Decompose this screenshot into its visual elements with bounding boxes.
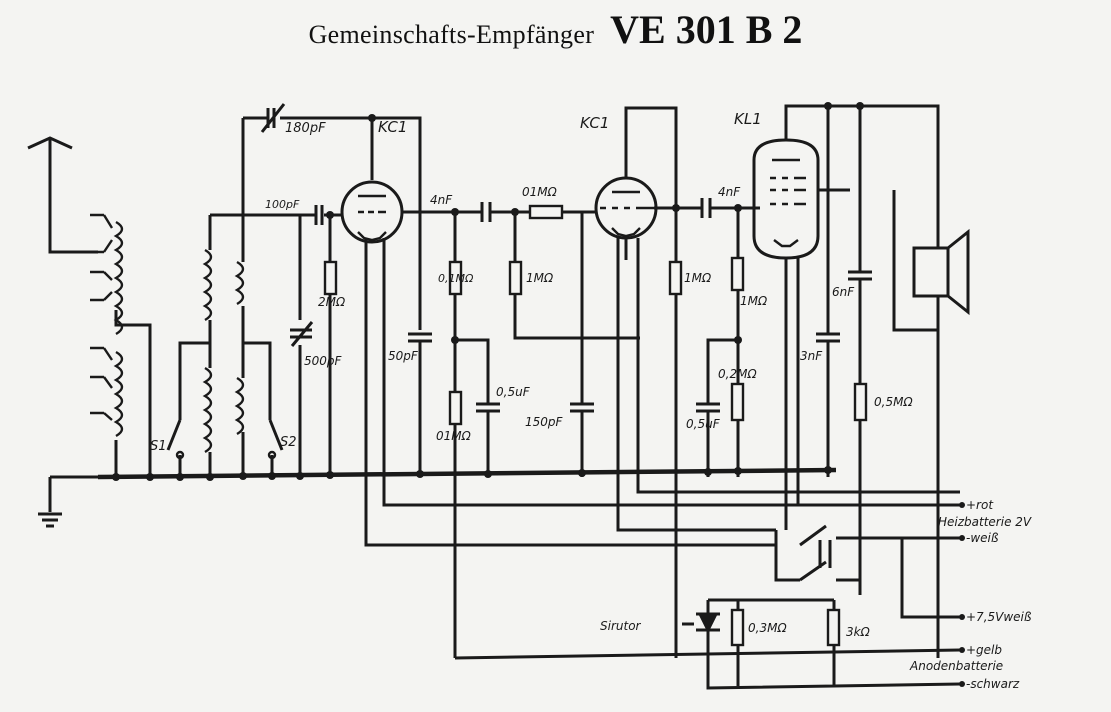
label-c-180pf: 180pF bbox=[285, 121, 326, 136]
label-r-1mohm-c: 1MΩ bbox=[740, 294, 768, 308]
title-subtitle: Gemeinschafts-Empfänger bbox=[308, 20, 595, 49]
label-c-05uf-b: 0,5uF bbox=[686, 417, 721, 431]
capacitor-150pf bbox=[570, 212, 594, 477]
switch-s1 bbox=[166, 419, 185, 477]
capacitor-180pf bbox=[243, 103, 422, 330]
label-r-02mohm: 0,2MΩ bbox=[718, 367, 757, 381]
tube-3-kl1 bbox=[752, 104, 940, 595]
label-r-01mohm-b: 01MΩ bbox=[436, 429, 472, 443]
label-r-1mohm-a: 1MΩ bbox=[526, 271, 554, 285]
label-c-3nf: 3nF bbox=[800, 349, 823, 363]
label-r-1mohm-b: 1MΩ bbox=[684, 271, 712, 285]
label-c-500pf: 500pF bbox=[304, 354, 343, 368]
tube-1-kc1 bbox=[340, 180, 404, 244]
battery-wiring bbox=[364, 238, 961, 690]
label-c-4nf-a: 4nF bbox=[430, 193, 453, 207]
antenna-coil bbox=[90, 213, 152, 477]
resistor-1mohm-b bbox=[668, 260, 683, 658]
label-c-50pf: 50pF bbox=[388, 349, 419, 363]
label-c-100pf: 100pF bbox=[265, 198, 300, 211]
terminal-7-5v: +7,5Vweiß bbox=[966, 610, 1032, 624]
diagram-title: Gemeinschafts-Empfänger VE 301 B 2 bbox=[0, 6, 1111, 53]
sirutor-diode bbox=[682, 612, 720, 634]
ground-bus bbox=[97, 467, 837, 480]
label-s1: S1 bbox=[150, 439, 167, 454]
loudspeaker-icon bbox=[892, 190, 970, 658]
label-r-05mohm: 0,5MΩ bbox=[874, 395, 913, 409]
label-r-2mohm: 2MΩ bbox=[318, 295, 346, 309]
coupling-stage-2 bbox=[654, 198, 760, 477]
terminal-rot: +rot bbox=[966, 498, 994, 512]
label-c-05uf-a: 0,5uF bbox=[496, 385, 531, 399]
label-r-01mohm-series: 01MΩ bbox=[522, 185, 558, 199]
bus-junctions bbox=[112, 102, 864, 481]
terminal-gelb: +gelb bbox=[966, 643, 1002, 657]
label-heizbatterie: Heizbatterie 2V bbox=[938, 515, 1032, 529]
label-tube-1: KC1 bbox=[378, 118, 407, 136]
label-c-150pf: 150pF bbox=[525, 415, 564, 429]
label-r-3kohm: 3kΩ bbox=[846, 625, 871, 639]
antenna-symbol bbox=[27, 136, 98, 254]
battery-terminals bbox=[959, 502, 965, 687]
ground-symbol bbox=[38, 475, 98, 528]
label-c-6nf: 6nF bbox=[832, 285, 855, 299]
label-s2: S2 bbox=[280, 435, 297, 450]
label-sirutor: Sirutor bbox=[600, 619, 642, 633]
tuning-coils bbox=[178, 118, 300, 477]
label-anodenbatterie: Anodenbatterie bbox=[909, 659, 1003, 673]
label-r-03mohm: 0,3MΩ bbox=[748, 621, 787, 635]
label-r-01mohm-a: 0,1MΩ bbox=[438, 272, 474, 285]
terminal-weiss: -weiß bbox=[966, 531, 999, 545]
label-c-4nf-b: 4nF bbox=[718, 185, 741, 199]
terminal-schwarz: -schwarz bbox=[966, 677, 1020, 691]
label-tube-2: KC1 bbox=[580, 114, 609, 132]
title-model: VE 301 B 2 bbox=[610, 7, 803, 52]
label-tube-3: KL1 bbox=[734, 110, 762, 128]
capacitor-50pf bbox=[408, 332, 432, 477]
grid-circuit-1 bbox=[290, 205, 342, 477]
